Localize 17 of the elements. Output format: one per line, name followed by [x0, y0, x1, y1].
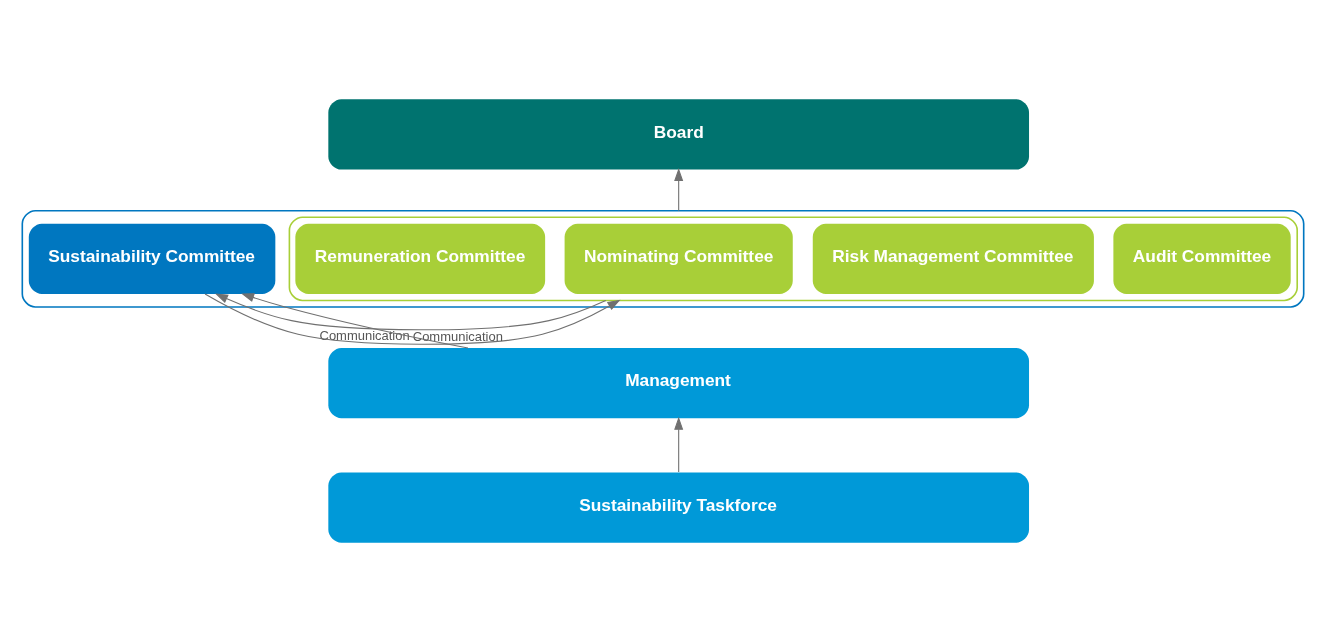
edge-label: Communication	[412, 328, 503, 344]
node-box: Nominating Committee	[564, 223, 793, 294]
node-box: Management	[327, 348, 1029, 419]
node-box: Audit Committee	[1112, 223, 1291, 294]
node-box: Sustainability Committee	[28, 223, 275, 294]
node-box: Risk Management Committee	[812, 223, 1094, 294]
arrow	[204, 293, 620, 345]
cluster	[288, 216, 1298, 302]
node-box: Board	[327, 99, 1029, 170]
arrow	[673, 168, 683, 212]
arrow	[214, 293, 606, 331]
cluster	[21, 209, 1304, 308]
node-box: Remuneration Committee	[294, 223, 545, 294]
arrow	[673, 416, 683, 473]
edge-label: Communication	[319, 328, 410, 344]
arrow	[240, 293, 468, 349]
node-box: Sustainability Taskforce	[327, 472, 1029, 543]
